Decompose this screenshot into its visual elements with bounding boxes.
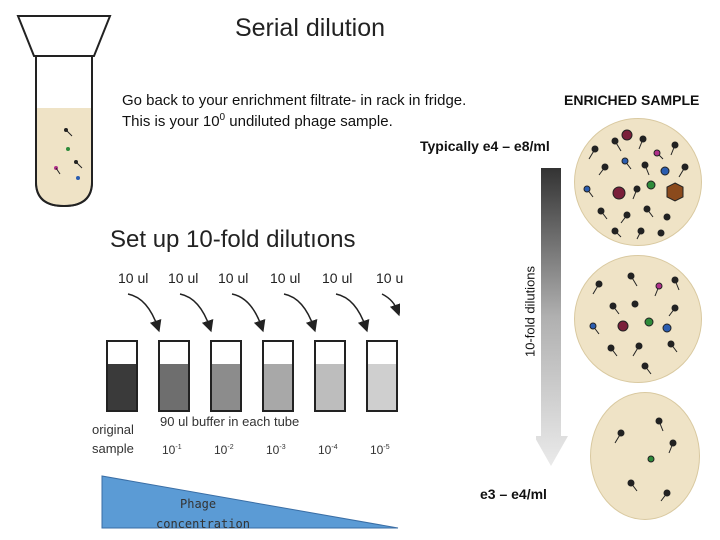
- dilution-tube-2: [158, 340, 190, 412]
- page-title: Serial dilution: [234, 14, 386, 42]
- typical-range-label: Typically e4 – e8/ml: [420, 138, 550, 154]
- dilution-tube-6: [366, 340, 398, 412]
- transfer-arrow-icon: [381, 293, 400, 317]
- instruction-line-1: Go back to your enrichment filtrate- in …: [122, 92, 467, 109]
- dilution-exp: -4: [331, 444, 338, 451]
- instruction-line-2: This is your 100 undiluted phage sample.: [122, 112, 393, 130]
- dilution-tube-1: [106, 340, 138, 412]
- dilution-exp: -2: [227, 444, 234, 451]
- dilution-gradient-arrow: [536, 168, 568, 466]
- plate-phages-medium-icon: [589, 272, 680, 375]
- dilution-base: 10: [318, 443, 332, 457]
- transfer-arrow-icon: [127, 293, 162, 333]
- dilution-exp: -5: [383, 444, 390, 451]
- dilution-base: 10: [370, 443, 384, 457]
- transfer-label-2: 10 ul: [168, 270, 199, 286]
- instruction-line-2-post: undiluted phage sample.: [225, 113, 393, 130]
- dilution-exp: -3: [279, 444, 286, 451]
- phage-concentration-label-1: Phage: [180, 497, 217, 511]
- transfer-label-4: 10 ul: [270, 270, 301, 286]
- transfer-label-6: 10 u: [376, 270, 404, 286]
- transfer-arrow-icon: [231, 293, 266, 333]
- falcon-tube-icon: [16, 15, 112, 208]
- dilution-tube-5: [314, 340, 346, 412]
- diluted-sample-plate: [574, 255, 702, 383]
- transfer-arrow-icon: [179, 293, 214, 333]
- dilution-label-5: 10-5: [370, 443, 390, 457]
- dilution-base: 10: [214, 443, 228, 457]
- plate-phages-sparse-icon: [614, 417, 677, 502]
- instruction-line-2-sup: 0: [219, 112, 226, 123]
- dilution-base: 10: [266, 443, 280, 457]
- dilution-label-3: 10-3: [266, 443, 286, 457]
- transfer-arrow-icon: [335, 293, 370, 333]
- instruction-line-2-pre: This is your 10: [122, 113, 220, 130]
- phage-concentration-triangle: [101, 475, 399, 529]
- enriched-sample-label: ENRICHED SAMPLE: [564, 92, 700, 108]
- dilution-tube-3: [210, 340, 242, 412]
- most-diluted-plate: [590, 392, 700, 520]
- buffer-label: 90 ul buffer in each tube: [160, 414, 300, 429]
- enriched-sample-plate: [574, 118, 702, 246]
- ten-fold-dilutions-label: 10-fold dilutions: [522, 265, 538, 358]
- dilution-label-4: 10-4: [318, 443, 338, 457]
- low-range-label: e3 – e4/ml: [480, 486, 547, 502]
- transfer-arrow-icon: [283, 293, 318, 333]
- setup-heading: Set up 10-fold dilutıons: [110, 226, 356, 253]
- plate-phages-dense-icon: [583, 129, 689, 240]
- transfer-label-3: 10 ul: [218, 270, 249, 286]
- transfer-arrows: [127, 293, 400, 333]
- transfer-label-5: 10 ul: [322, 270, 353, 286]
- phage-concentration-label-2: concentration: [156, 517, 250, 531]
- transfer-label-1: 10 ul: [118, 270, 149, 286]
- original-sample-label-2: sample: [92, 441, 134, 456]
- dilution-tube-4: [262, 340, 294, 412]
- dilution-label-2: 10-2: [214, 443, 234, 457]
- dilution-label-1: 10-1: [162, 443, 182, 457]
- dilution-exp: -1: [175, 444, 182, 451]
- original-sample-label-1: original: [92, 422, 134, 437]
- dilution-base: 10: [162, 443, 176, 457]
